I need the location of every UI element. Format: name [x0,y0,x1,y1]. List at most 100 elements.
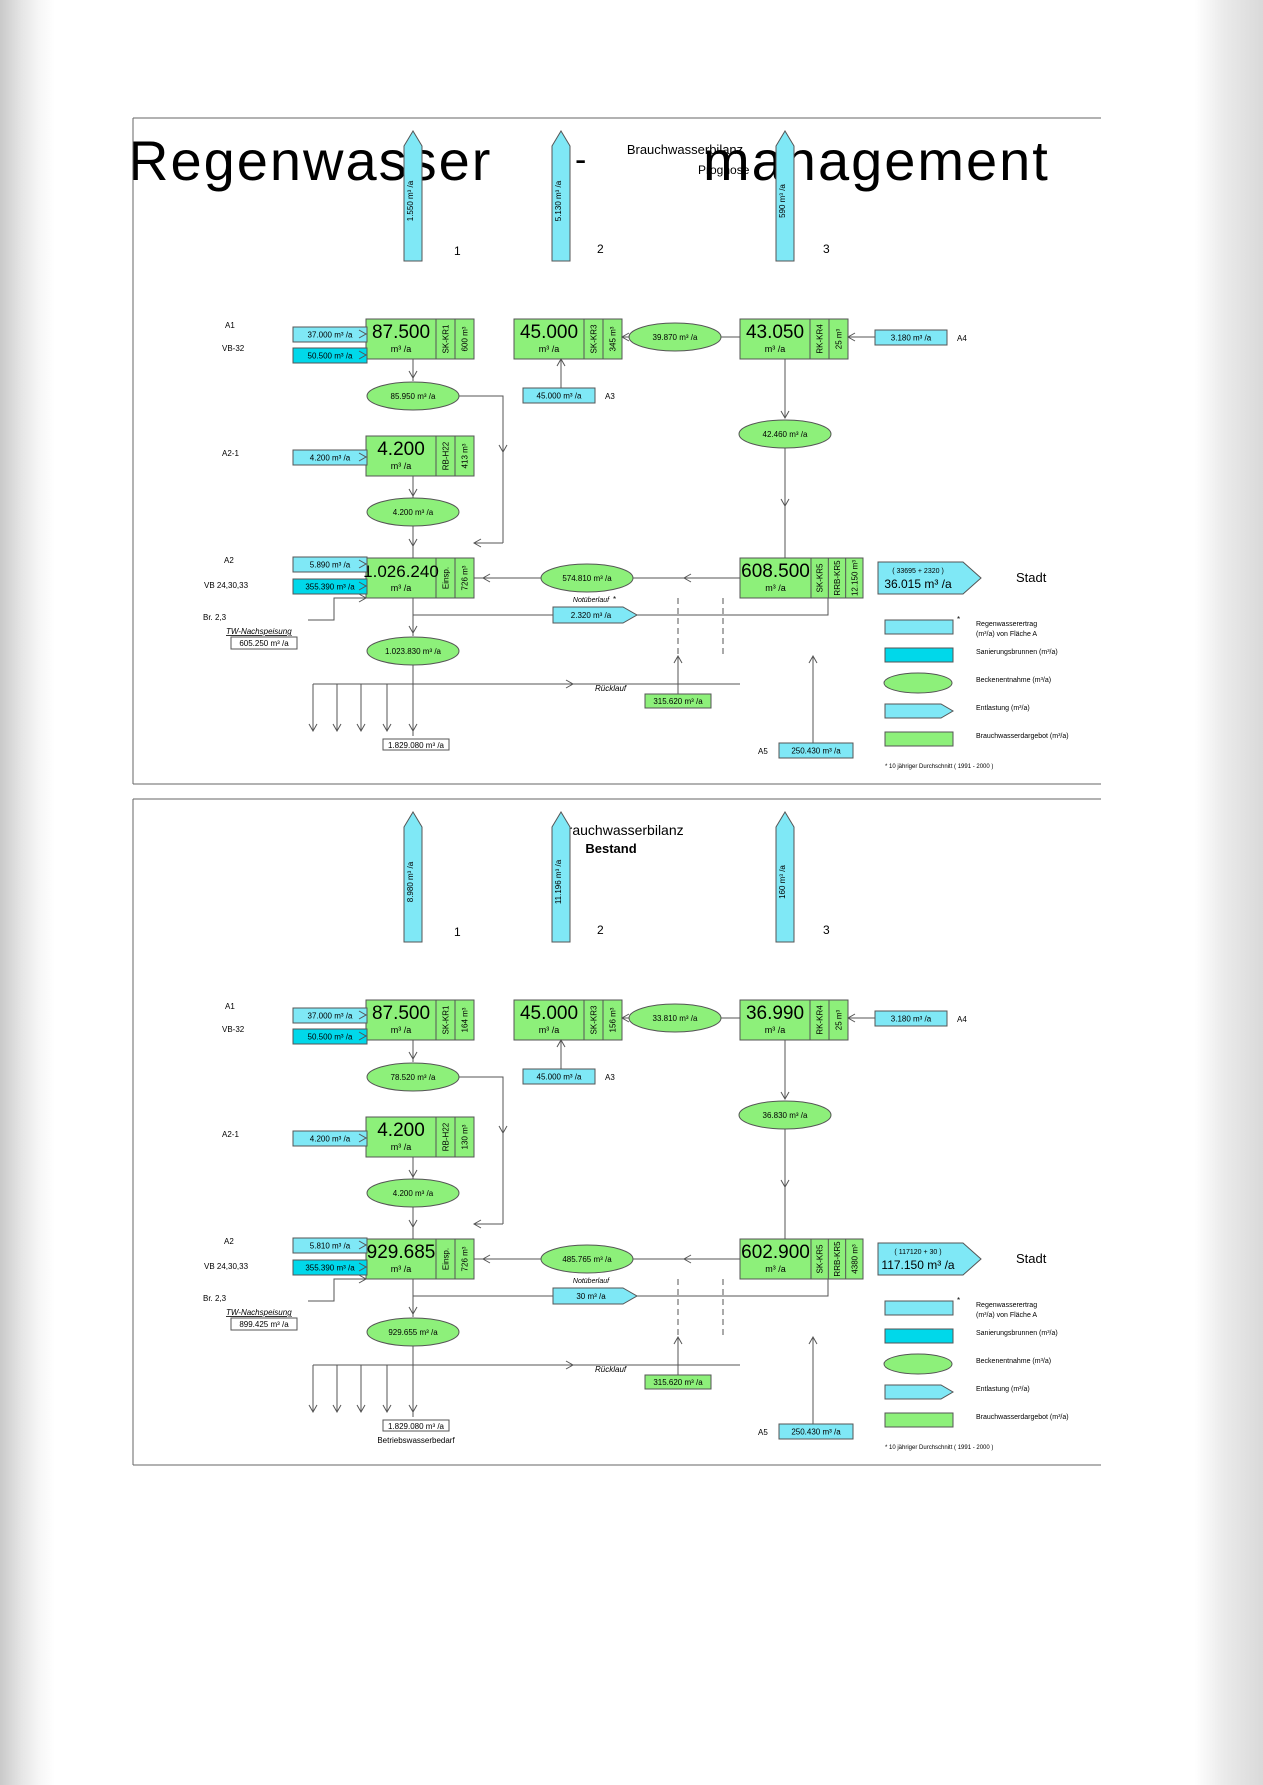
b4-id: RB-H22 [442,441,451,470]
input-a2-label: A2 [224,1237,234,1246]
subtitle-line2: Prognose [698,163,750,177]
arrow-head [358,1010,368,1020]
arrow-head [308,723,318,733]
b2-value: 45.000 [520,322,578,343]
input-a3-box [522,387,596,404]
input-a1-label: A1 [225,321,235,330]
legend-swatch-2 [884,647,954,663]
diagram-subheading: Bestand [585,841,636,856]
input-a2-value: 5.810 m³ /a [310,1242,351,1251]
input-a4-label: A4 [957,1015,967,1024]
ruecklauf-label: Rücklauf [595,1365,627,1374]
transfer-b6-b5-value: 574.810 m³ /a [562,574,612,583]
legend-item-3: Beckenentnahme (m³/a) [976,1358,1051,1365]
title-left: Regenwasser [128,129,493,192]
column-label-2: 2 [597,923,604,937]
b1-volume: 164 m³ [461,1007,470,1032]
b5-unit: m³ /a [391,1264,412,1274]
arrow-head [358,1240,368,1250]
input-a4-value: 3.180 m³ /a [891,334,932,343]
b6-volume: 12.150 m³ [850,560,859,596]
input-vb24-label: VB 24,30,33 [204,581,249,590]
notueberlauf-line [413,598,829,616]
arrow-head [358,593,368,603]
overflow-arrow-1 [403,811,423,943]
arrow-head [358,350,368,360]
arrow-head [846,1013,856,1023]
arrow-head [356,1404,366,1414]
arrow-head [332,1404,342,1414]
b1-unit: m³ /a [391,344,412,354]
b4-tank [365,435,475,477]
arrow-head [358,1262,368,1272]
legend-ellipse [883,1353,953,1375]
legend-item-3: Beckenentnahme (m³/a) [976,677,1051,684]
notueberlauf-line [413,1279,829,1297]
input-a3-label: A3 [605,1073,615,1082]
legend-item-2: Sanierungsbrunnen (m³/a) [976,1330,1058,1337]
withdrawal-b5-value: 929.655 m³ /a [388,1328,438,1337]
legend-item-1-line2: (m³/a) von Fläche A [976,631,1037,638]
input-a2-label: A2 [224,556,234,565]
b3-id: RK-KR4 [816,1005,825,1035]
b6-tank [739,1238,864,1280]
b3-tank [739,999,849,1041]
arrow-head [358,559,368,569]
arrow-head [780,1091,790,1101]
overflow-arrow-3-value: 590 m³ /a [778,184,787,218]
b2-volume: 345 m³ [609,326,618,351]
arrow-head [408,1404,418,1414]
arrow-head [358,452,368,462]
b6-unit: m³ /a [765,1264,786,1274]
arrow-head [556,357,566,367]
legend-footnote: * 10 jähriger Durchschnitt ( 1991 - 2000… [885,1445,993,1451]
overflow-arrow-3 [775,811,795,943]
input-a21-value: 4.200 m³ /a [310,454,351,463]
b4-tank [365,1116,475,1158]
arrow-head [382,1404,392,1414]
input-a4-value: 3.180 m³ /a [891,1015,932,1024]
arrow-head [673,654,683,664]
stadt-discharge [877,561,982,595]
column-label-1: 1 [454,244,461,258]
withdrawal-b4-value: 4.200 m³ /a [393,1189,434,1198]
legend-item-5: Brauchwasserdargebot (m³/a) [976,733,1069,740]
overflow-arrow-2 [551,130,571,262]
flow-line [308,597,366,621]
transfer-b2-b3-value: 39.870 m³ /a [653,333,698,342]
b1-id: SK-KR1 [442,324,451,353]
b2-id: SK-KR3 [590,324,599,353]
arrow-head [408,1051,418,1061]
input-a1-value: 37.000 m³ /a [308,1012,353,1021]
withdrawal-b3-value: 42.460 m³ /a [763,430,808,439]
b3-value: 43.050 [746,322,804,343]
b5-unit: m³ /a [391,583,412,593]
overflow-arrow-1-value: 1.550 m³ /a [406,180,415,221]
arrow-head [620,332,630,342]
b3-volume: 25 m³ [835,1009,844,1030]
well-label: Br. 2,3 [203,1294,227,1303]
input-vb32-label: VB-32 [222,1025,245,1034]
title-right: management [703,129,1050,192]
b6-id2: RRB-KR5 [833,1241,842,1277]
b4-unit: m³ /a [391,461,412,471]
arrow-head [498,1125,508,1135]
legend-arrow [884,1384,954,1400]
arrow-head [808,654,818,664]
arrow-head [358,581,368,591]
notueberlauf-arrow [552,606,639,624]
overflow-arrow-3 [775,130,795,262]
arrow-head [358,329,368,339]
arrow-head [472,1219,482,1229]
transfer-b6-b5-value: 485.765 m³ /a [562,1255,612,1264]
arrow-head [408,723,418,733]
b3-unit: m³ /a [765,1025,786,1035]
b4-value: 4.200 [377,439,425,460]
title-dash: - [575,141,586,179]
legend-marker: * [957,1296,960,1305]
b6-volume: 4380 m³ [850,1244,859,1274]
b2-unit: m³ /a [539,1025,560,1035]
